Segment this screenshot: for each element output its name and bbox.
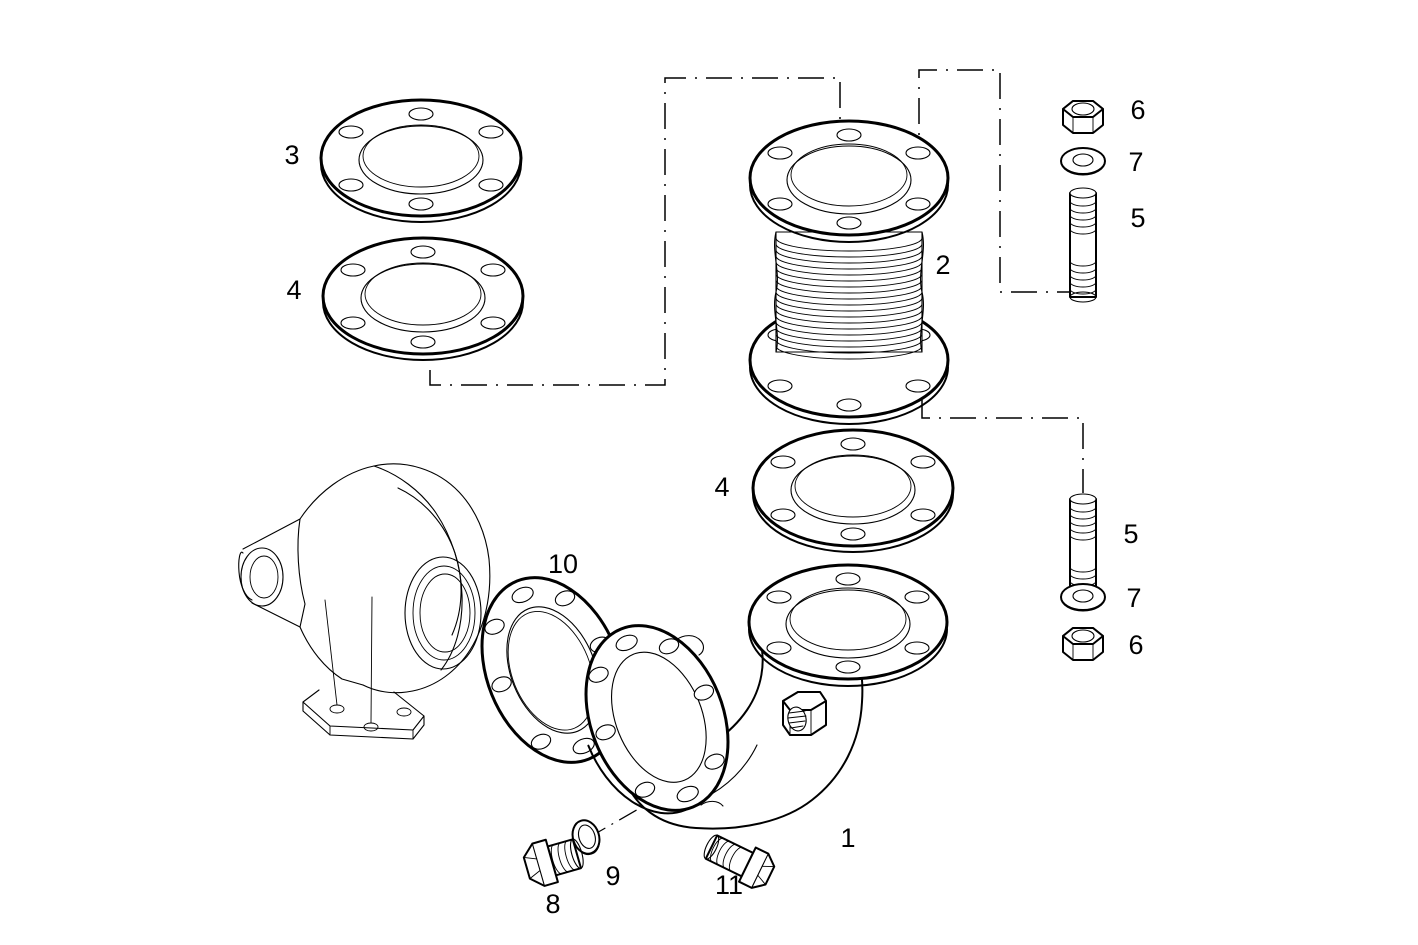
elbow-threaded-boss bbox=[782, 691, 827, 736]
part-threaded-stud-upper bbox=[1069, 187, 1097, 303]
part-flat-washer-lower bbox=[1060, 583, 1106, 612]
part-hex-nut-lower bbox=[1062, 627, 1104, 661]
bellows-convolutions bbox=[774, 231, 924, 360]
callout-1: 1 bbox=[840, 823, 855, 853]
leader-bellows-to-lower-stud bbox=[921, 400, 1084, 493]
part-flat-washer-upper bbox=[1060, 147, 1106, 176]
callout-11: 11 bbox=[715, 870, 743, 900]
part-hex-head-bolt bbox=[703, 834, 776, 889]
part-bellows-expansion-joint bbox=[748, 119, 950, 425]
callout-7b: 7 bbox=[1126, 583, 1141, 613]
callout-6a: 6 bbox=[1130, 95, 1145, 125]
callout-7a: 7 bbox=[1128, 147, 1143, 177]
callout-10: 10 bbox=[548, 549, 578, 579]
callout-2: 2 bbox=[935, 250, 950, 280]
leader-bellows-to-upper-stud bbox=[918, 69, 1084, 293]
callout-9: 9 bbox=[605, 861, 620, 891]
part-turbocharger-housing bbox=[238, 463, 491, 740]
callout-labels: 1 2 3 4 4 5 5 6 6 7 7 8 9 10 11 bbox=[284, 95, 1145, 919]
leader-gaskets-to-bellows bbox=[429, 77, 841, 386]
callout-6b: 6 bbox=[1128, 630, 1143, 660]
callout-8: 8 bbox=[545, 889, 560, 919]
callout-5b: 5 bbox=[1123, 519, 1138, 549]
callout-4b: 4 bbox=[714, 472, 729, 502]
part-hex-head-plug bbox=[522, 838, 584, 887]
part-hex-nut-upper bbox=[1062, 100, 1104, 134]
callout-4a: 4 bbox=[286, 275, 301, 305]
callout-5a: 5 bbox=[1130, 203, 1145, 233]
part-exhaust-outlet-elbow bbox=[584, 563, 949, 830]
callout-3: 3 bbox=[284, 140, 299, 170]
